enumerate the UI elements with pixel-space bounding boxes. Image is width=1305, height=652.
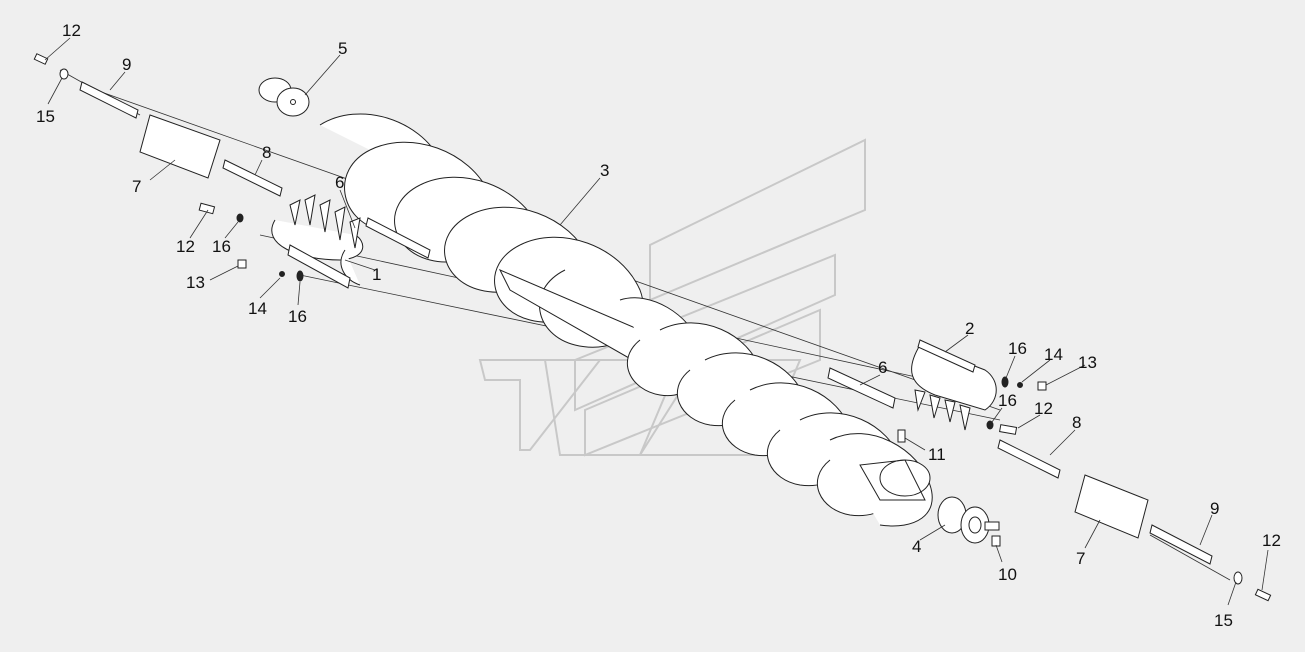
callout-14: 14 [1044,345,1063,364]
callout-12: 12 [1034,399,1053,418]
callout-8: 8 [1072,413,1081,432]
callout-1: 1 [372,265,381,284]
fasteners [33,53,1272,602]
callout-10: 10 [998,565,1017,584]
callout-labels: 12 9 15 5 8 7 6 3 12 16 1 13 14 16 2 16 … [36,21,1281,630]
callout-5: 5 [338,39,347,58]
callout-4: 4 [912,537,921,556]
plates-and-strips [79,81,1213,565]
callout-6: 6 [335,173,344,192]
callout-14: 14 [248,299,267,318]
part-2-spiked-flight [911,344,997,431]
callout-16: 16 [212,237,231,256]
callout-15: 15 [36,107,55,126]
part-3-auger [319,113,933,527]
callout-6: 6 [878,358,887,377]
callout-7: 7 [132,177,141,196]
callout-15: 15 [1214,611,1233,630]
callout-2: 2 [965,319,974,338]
callout-12: 12 [1262,531,1281,550]
callout-11: 11 [928,445,946,464]
part-4-bearing [937,496,1000,544]
callout-16: 16 [288,307,307,326]
callout-16: 16 [998,391,1017,410]
callout-13: 13 [1078,353,1097,372]
callout-16: 16 [1008,339,1027,358]
callout-9: 9 [1210,499,1219,518]
leader-lines [44,37,1269,606]
callout-12: 12 [176,237,195,256]
callout-7: 7 [1076,549,1085,568]
callout-13: 13 [186,273,205,292]
callout-12: 12 [62,21,81,40]
callout-3: 3 [600,161,609,180]
callout-8: 8 [262,143,271,162]
callout-9: 9 [122,55,131,74]
part-5-flanges [258,77,310,117]
